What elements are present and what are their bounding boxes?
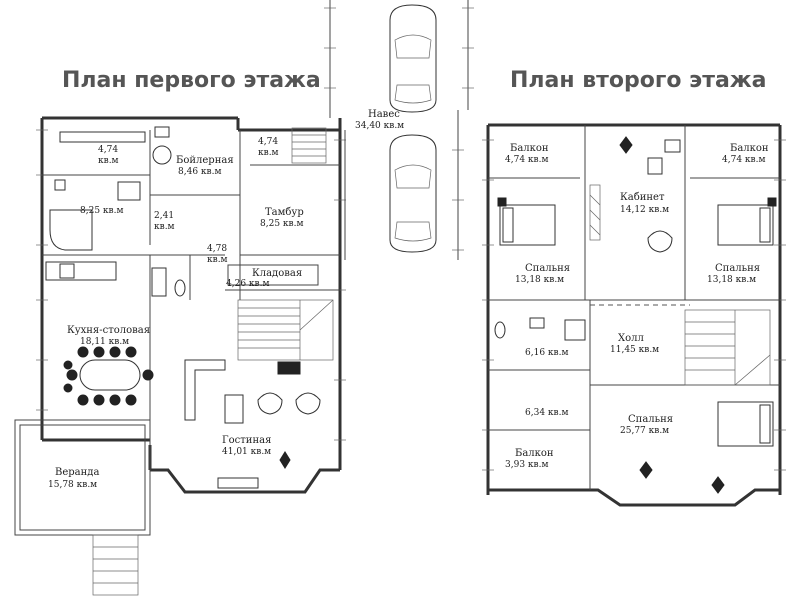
boiler-tank	[154, 126, 170, 138]
room-area: 4,74	[98, 145, 118, 155]
corner-sofa	[184, 359, 226, 421]
room-area: 14,12 кв.м	[620, 205, 669, 215]
room-area: кв.м	[258, 148, 279, 158]
fireplace	[277, 361, 301, 375]
car	[389, 134, 437, 253]
bed	[497, 197, 556, 246]
room-name: Балкон	[515, 448, 554, 459]
plant	[639, 461, 653, 479]
room-area: 11,45 кв.м	[610, 345, 659, 355]
main-stairs	[237, 299, 334, 361]
carport: Навес 34,40 кв.м	[324, 0, 474, 260]
plant	[711, 476, 725, 494]
room-area: 8,46 кв.м	[178, 167, 221, 177]
sink	[529, 317, 545, 329]
room-name: Холл	[618, 333, 644, 344]
stairs-top	[291, 127, 327, 164]
room-name: Гостиная	[222, 435, 271, 446]
room-area: 18,11 кв.м	[80, 337, 129, 347]
room-area: 41,01 кв.м	[222, 447, 271, 457]
armchair	[295, 392, 321, 415]
room-name: Кабинет	[620, 192, 665, 203]
dining-table	[79, 359, 141, 391]
carport-posts	[329, 0, 469, 260]
room-area: 3,93 кв.м	[505, 460, 548, 470]
room-area: 25,77 кв.м	[620, 426, 669, 436]
room-area: 4,26 кв.м	[226, 279, 269, 289]
veranda	[14, 419, 151, 536]
sink	[151, 267, 167, 297]
room-area: 15,78 кв.м	[48, 480, 97, 490]
shower	[117, 181, 141, 201]
room-area: 4,78	[207, 244, 227, 254]
carport-name: Навес	[368, 109, 400, 120]
armchair	[647, 230, 673, 253]
room-area: кв.м	[207, 255, 228, 265]
second-floor-heading: План второго этажа	[510, 68, 767, 93]
room-name: Тамбур	[265, 207, 304, 218]
carport-post-marks	[324, 7, 474, 251]
desk-chair	[647, 157, 663, 175]
bathtub	[49, 209, 93, 251]
car	[389, 4, 437, 113]
plant	[279, 451, 291, 469]
storage-room	[227, 264, 319, 286]
armchair	[257, 392, 283, 415]
dining-chairs	[63, 346, 154, 406]
first-floor-plan: 4,74 кв.м Бойлерная 8,46 кв.м 4,74 кв.м …	[14, 116, 346, 596]
room-area: 4,74	[258, 137, 278, 147]
toilet	[174, 279, 186, 297]
bed	[717, 197, 777, 246]
room-area: кв.м	[154, 222, 175, 232]
shower	[564, 319, 586, 341]
coffee-table	[224, 394, 244, 424]
room-area: 2,41	[154, 211, 174, 221]
sink	[59, 263, 75, 279]
room-area: 13,18 кв.м	[707, 275, 756, 285]
room-area: 8,25 кв.м	[80, 206, 123, 216]
bed	[717, 401, 774, 447]
desk	[664, 139, 681, 153]
kitchen-counter	[45, 261, 117, 281]
second-floor-plan: Балкон 4,74 кв.м Кабинет 14,12 кв.м Балк…	[482, 123, 786, 507]
room-name: Спальня	[628, 414, 673, 425]
room-name: Спальня	[715, 263, 760, 274]
room-area: 4,74 кв.м	[722, 155, 765, 165]
room-name: Балкон	[510, 143, 549, 154]
room-name: Кухня-столовая	[67, 325, 150, 336]
room-name: Балкон	[730, 143, 769, 154]
bookshelf	[589, 184, 601, 241]
shelf	[59, 131, 146, 143]
room-area: 4,74 кв.м	[505, 155, 548, 165]
sink	[54, 179, 66, 191]
boiler	[152, 145, 172, 165]
veranda-steps	[92, 534, 139, 596]
room-name: Спальня	[525, 263, 570, 274]
stairs	[684, 309, 771, 386]
room-area: 6,34 кв.м	[525, 408, 568, 418]
carport-area: 34,40 кв.м	[355, 121, 404, 131]
room-name: Веранда	[55, 467, 99, 478]
veranda-inner	[19, 424, 146, 531]
wall	[488, 488, 780, 507]
room-name: Кладовая	[252, 268, 302, 279]
plant	[619, 136, 633, 154]
room-name: Бойлерная	[176, 155, 234, 166]
sofa	[217, 477, 259, 489]
first-floor-heading: План первого этажа	[62, 68, 321, 93]
room-area: кв.м	[98, 156, 119, 166]
room-area: 13,18 кв.м	[515, 275, 564, 285]
room-area: 8,25 кв.м	[260, 219, 303, 229]
wall	[150, 468, 340, 494]
toilet	[494, 321, 506, 339]
room-area: 6,16 кв.м	[525, 348, 568, 358]
